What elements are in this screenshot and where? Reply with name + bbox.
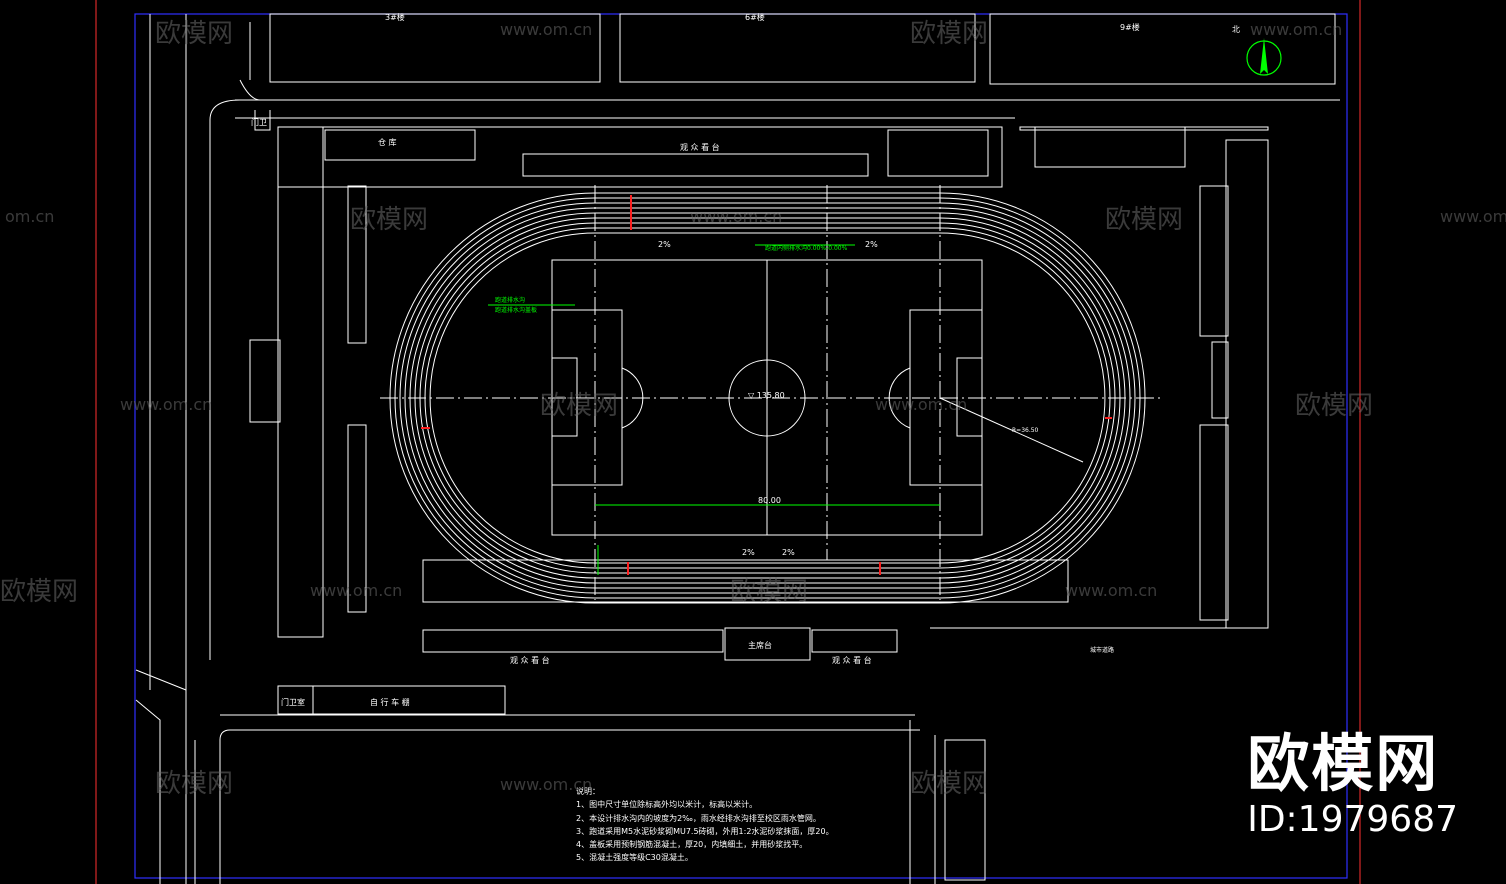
north-label: 北 [1232, 25, 1240, 34]
bike-shed-label: 自 行 车 棚 [370, 697, 410, 707]
green-note-b: 跑道排水沟盖板 [495, 306, 537, 314]
green-note-a: 跑道排水沟 [495, 296, 525, 304]
watermark-brand: 欧模网 [350, 205, 428, 235]
note-item: 1、图中尺寸单位除标高外均以米计，标高以米计。 [576, 799, 757, 809]
watermark-url: www.om.cn [1250, 20, 1342, 39]
watermark-url: www.om.cn [500, 20, 592, 39]
gate-bottom-label: 门卫室 [281, 697, 305, 707]
stand-bottom-right-label: 观 众 看 台 [832, 655, 872, 665]
note-item: 2、本设计排水沟内的坡度为2‰，雨水经排水沟排至校区雨水管网。 [576, 813, 821, 823]
slope-label-3: 2% [742, 548, 755, 557]
slope-label-2: 2% [865, 240, 878, 249]
watermark-brand: 欧模网 [910, 19, 988, 49]
track-lane [424, 227, 1111, 569]
slope-label-4: 2% [782, 548, 795, 557]
watermark-brand: 欧模网 [1295, 391, 1373, 421]
model-id: ID:1979687 [1247, 799, 1458, 840]
watermark-brand: 欧模网 [910, 769, 988, 799]
watermark-brand: 欧模网 [730, 577, 808, 607]
elevation-label: ▽ 135.80 [748, 391, 785, 400]
main-stand-label: 主席台 [748, 640, 772, 650]
brand-stamp: 欧模网 ID:1979687 [1247, 728, 1458, 840]
watermark-brand: 欧模网 [1105, 205, 1183, 235]
green-note-top: 跑道内侧排水沟0.00%-0.00% [765, 244, 848, 252]
watermark-brand: 欧模网 [0, 577, 78, 607]
watermark-brand: 欧模网 [155, 19, 233, 49]
building-6-label: 6#楼 [745, 12, 765, 22]
note-item: 4、盖板采用预制钢筋混凝土，厚20，内填细土，并用砂浆找平。 [576, 839, 807, 849]
stand-bottom-left-label: 观 众 看 台 [510, 655, 550, 665]
watermark-url: www.om.cn [120, 395, 212, 414]
note-item: 3、跑道采用M5水泥砂浆砌MU7.5砖砌，外用1:2水泥砂浆抹面，厚20。 [576, 826, 834, 836]
note-item: 5、混凝土强度等级C30混凝土。 [576, 852, 693, 862]
track-lane [394, 197, 1141, 599]
buildings-top [249, 13, 1336, 85]
stand-top-label: 观 众 看 台 [680, 142, 720, 152]
watermark-url: om.cn [5, 207, 54, 226]
watermark-brand: 欧模网 [155, 769, 233, 799]
right-street-label: 城市道路 [1090, 646, 1114, 654]
drawing-frame [95, 0, 1361, 884]
watermark-layer: 欧模网 欧模网 欧模网 欧模网 欧模网 欧模网 欧模网 欧模网 欧模网 欧模网 [0, 19, 1373, 799]
notes-title: 说明： [576, 786, 600, 796]
watermark-brand: 欧模网 [540, 391, 618, 421]
watermark-url: www.om.cn [875, 395, 967, 414]
south-structures [220, 559, 1268, 881]
building-3-label: 3#楼 [385, 12, 405, 22]
gate-top-label: 门卫 [251, 117, 267, 127]
field-width-dim: 80.00 [758, 496, 781, 505]
green-annotations [488, 244, 940, 575]
road-lines [135, 14, 1340, 884]
track-markers [421, 195, 1112, 575]
watermark-url: www.om.cn [690, 207, 782, 226]
watermark-url: www.om.cn [310, 581, 402, 600]
watermark-url: www.om.cn [500, 775, 592, 794]
brand-logo: 欧模网 [1247, 727, 1440, 800]
radius-dim: R=36.50 [1012, 427, 1039, 434]
football-field [380, 185, 1160, 600]
watermark-url: www.om.cn [1440, 207, 1506, 226]
shed-label: 仓 库 [378, 137, 397, 147]
track-lane [389, 192, 1146, 604]
building-9-label: 9#楼 [1120, 22, 1140, 32]
watermark-url: www.om.cn [1065, 581, 1157, 600]
north-structures [277, 126, 1269, 188]
north-arrow-icon [1246, 38, 1282, 76]
notes-block: 说明： 1、图中尺寸单位除标高外均以米计，标高以米计。 2、本设计排水沟内的坡度… [576, 786, 834, 862]
slope-label-1: 2% [658, 240, 671, 249]
